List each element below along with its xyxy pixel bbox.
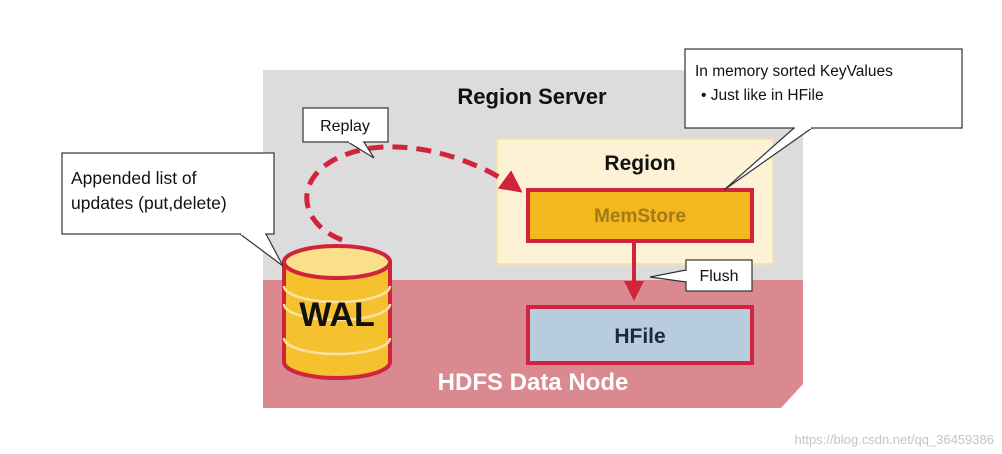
hdfs-data-node-label: HDFS Data Node: [438, 369, 629, 396]
appended-callout-line1: Appended list of: [71, 168, 197, 188]
replay-callout: [302, 107, 389, 143]
appended-callout-tail: [239, 233, 284, 267]
appended-callout-line2: updates (put,delete): [71, 193, 227, 213]
appended-list-callout: [61, 152, 275, 235]
wal-label: WAL: [299, 296, 375, 334]
region-label: Region: [604, 152, 675, 175]
memstore-label: MemStore: [594, 206, 686, 227]
replay-callout-tail: [347, 141, 375, 159]
hfile-label: HFile: [614, 325, 665, 348]
replay-callout-text: Replay: [320, 118, 370, 135]
wal-cylinder: [282, 244, 392, 380]
flush-callout: [685, 259, 753, 292]
memory-callout-line1: In memory sorted KeyValues: [695, 63, 893, 80]
memstore-box: [526, 188, 754, 243]
flush-callout-text: Flush: [699, 268, 738, 285]
memory-callout: [684, 48, 963, 129]
memory-callout-tail: [723, 127, 813, 191]
replay-arrow: [304, 144, 523, 243]
memory-callout-line2: • Just like in HFile: [701, 87, 824, 104]
watermark: https://blog.csdn.net/qq_36459386: [795, 432, 995, 447]
region-server-label: Region Server: [457, 84, 607, 109]
flush-callout-tail: [649, 269, 687, 283]
hfile-box: [526, 305, 754, 365]
